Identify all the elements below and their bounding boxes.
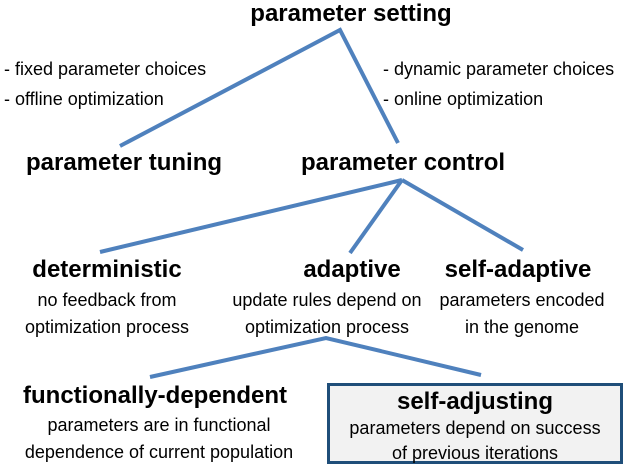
self-adaptive-desc-line2: in the genome [464,317,580,337]
node-deterministic-description: no feedback from optimization process [2,287,212,341]
node-self-adjusting-description: parameters depend on success of previous… [330,416,620,466]
node-self-adjusting: self-adjusting [396,388,553,415]
node-self-adaptive: self-adaptive [444,256,592,283]
deterministic-desc-line2: optimization process [24,317,190,337]
connector-control-to-self-adaptive [400,178,525,252]
adaptive-desc-line2: optimization process [244,317,410,337]
connector-adaptive-to-children [149,335,482,379]
node-parameter-control: parameter control [300,149,506,176]
note-line-dynamic-parameter-choices: - dynamic parameter choices [383,59,615,79]
self-adjusting-desc-line2: of previous iterations [391,443,559,463]
adaptive-desc-line1: update rules depend on [232,290,422,310]
node-adaptive: adaptive [303,256,401,283]
note-line-offline-optimization: - offline optimization [4,89,164,109]
node-adaptive-description: update rules depend on optimization proc… [215,287,439,341]
note-line-fixed-parameter-choices: - fixed parameter choices [4,59,207,79]
node-self-adjusting-box: self-adjusting parameters depend on succ… [327,383,623,464]
self-adjusting-desc-line1: parameters depend on success [349,418,601,438]
node-self-adaptive-description: parameters encoded in the genome [430,287,614,341]
note-tuning-characteristics: - fixed parameter choices - offline opti… [4,54,206,114]
functionally-dependent-desc-line1: parameters are in functional [47,415,271,435]
node-parameter-setting: parameter setting [250,0,452,27]
connector-setting-to-tuning-and-control [119,27,400,148]
deterministic-desc-line1: no feedback from [37,290,177,310]
node-functionally-dependent-description: parameters are in functional dependence … [0,412,318,466]
node-functionally-dependent: functionally-dependent [23,382,287,409]
node-parameter-tuning: parameter tuning [25,149,223,176]
note-line-online-optimization: - online optimization [383,89,544,109]
node-deterministic: deterministic [32,256,182,283]
note-control-characteristics: - dynamic parameter choices - online opt… [383,54,614,114]
connector-control-to-deterministic [99,178,403,254]
functionally-dependent-desc-line2: dependence of current population [24,442,294,462]
connector-control-to-adaptive [348,178,404,255]
self-adaptive-desc-line1: parameters encoded [439,290,605,310]
